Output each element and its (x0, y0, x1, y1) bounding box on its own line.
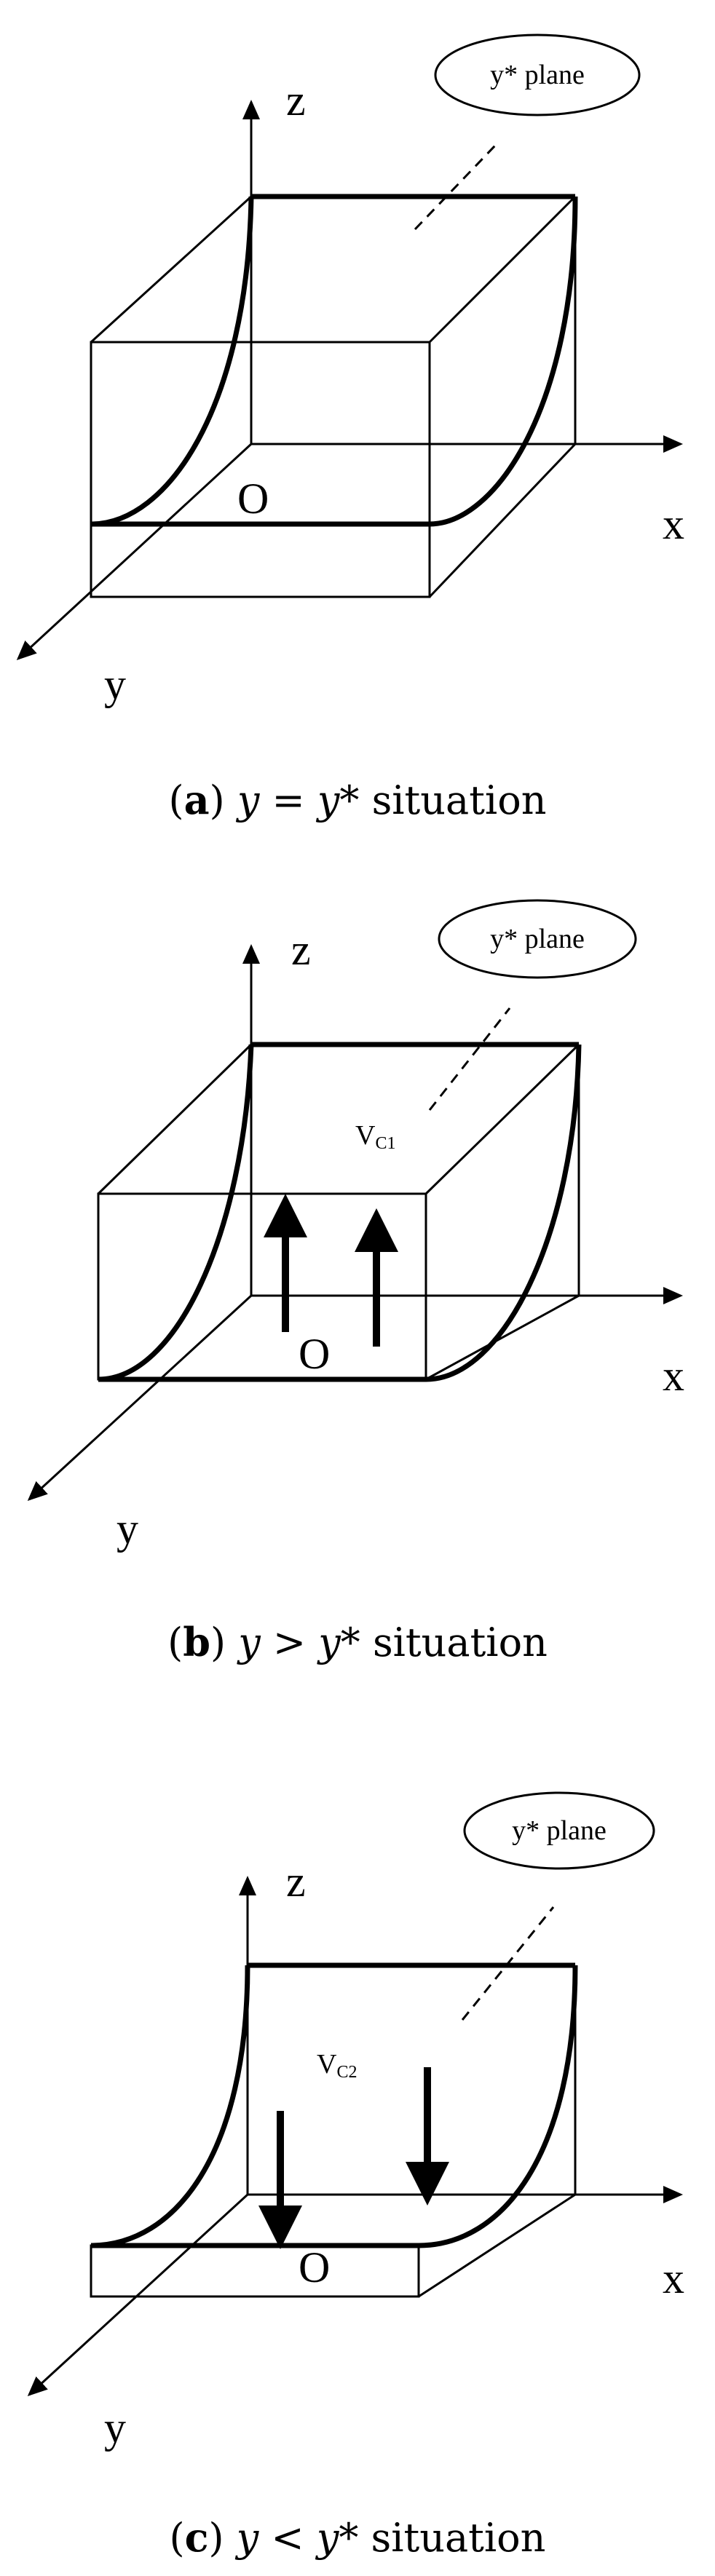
box-edge (428, 443, 577, 598)
caption: (c) y < y* situation (170, 2514, 546, 2561)
box-edge (418, 2193, 576, 2298)
axis-z-label: z (291, 926, 311, 974)
caption-letter: c (185, 2514, 209, 2561)
origin-label: O (299, 2243, 330, 2291)
y-axis (27, 1294, 253, 1502)
box-edge (424, 1043, 580, 1195)
curve-left (90, 1965, 250, 2248)
caption: (a) y = y* situation (169, 777, 547, 823)
curve-right (418, 1965, 578, 2248)
callout-label: y* plane (490, 924, 585, 954)
callout-label: y* plane (512, 1815, 607, 1846)
origin-label: O (299, 1330, 330, 1378)
callout-leader (461, 1906, 555, 2021)
velocity-label: VC1 (355, 1120, 395, 1153)
axis-z-label: z (286, 1858, 306, 1906)
y-axis (27, 2193, 249, 2397)
box-edge (428, 195, 577, 344)
base-slab-front (90, 2244, 420, 2298)
axis-z-label: z (286, 76, 306, 124)
axis-x-label: x (663, 2254, 684, 2302)
callout-ellipse (463, 1791, 655, 1870)
box-edge (97, 1043, 253, 1195)
caption-suffix: situation (371, 2515, 546, 2561)
axis-y-label: y (104, 2403, 126, 2452)
origin-label: O (237, 475, 269, 523)
callout-leader (414, 144, 497, 231)
panel-c: VC2 y* plane z x y O (c) y < y* situatio… (27, 1791, 684, 2561)
panel-a: y* plane z x y O (a) y = y* situation (16, 33, 684, 823)
caption-suffix: situation (373, 1620, 548, 1665)
caption: (b) y > y* situation (167, 1619, 548, 1665)
caption-relation: y > y* (237, 1620, 360, 1665)
curve-left (98, 1044, 254, 1382)
velocity-label: VC2 (317, 2049, 357, 2082)
box-front-face (90, 341, 431, 598)
caption-relation: y < y* (235, 2515, 359, 2561)
caption-relation: y = y* (236, 777, 360, 823)
axis-y-label: y (104, 660, 126, 708)
curve-left (90, 196, 254, 527)
callout-ellipse (438, 899, 637, 979)
axis-x-label: x (663, 1352, 684, 1400)
axis-x-label: x (663, 500, 684, 548)
box-edge (90, 195, 253, 344)
caption-suffix: situation (372, 777, 547, 823)
y-axis (16, 443, 253, 661)
panel-b: VC1 y* plane z x y O (b) y > y* situatio… (27, 899, 684, 1665)
curve-right (425, 1044, 582, 1382)
callout-leader (428, 1007, 511, 1111)
axis-y-label: y (116, 1505, 138, 1553)
callout-ellipse (434, 33, 641, 116)
callout-label: y* plane (490, 60, 585, 90)
caption-letter: a (184, 777, 210, 823)
caption-letter: b (183, 1619, 210, 1665)
box-edge (425, 1294, 580, 1381)
curve-right (429, 196, 578, 527)
